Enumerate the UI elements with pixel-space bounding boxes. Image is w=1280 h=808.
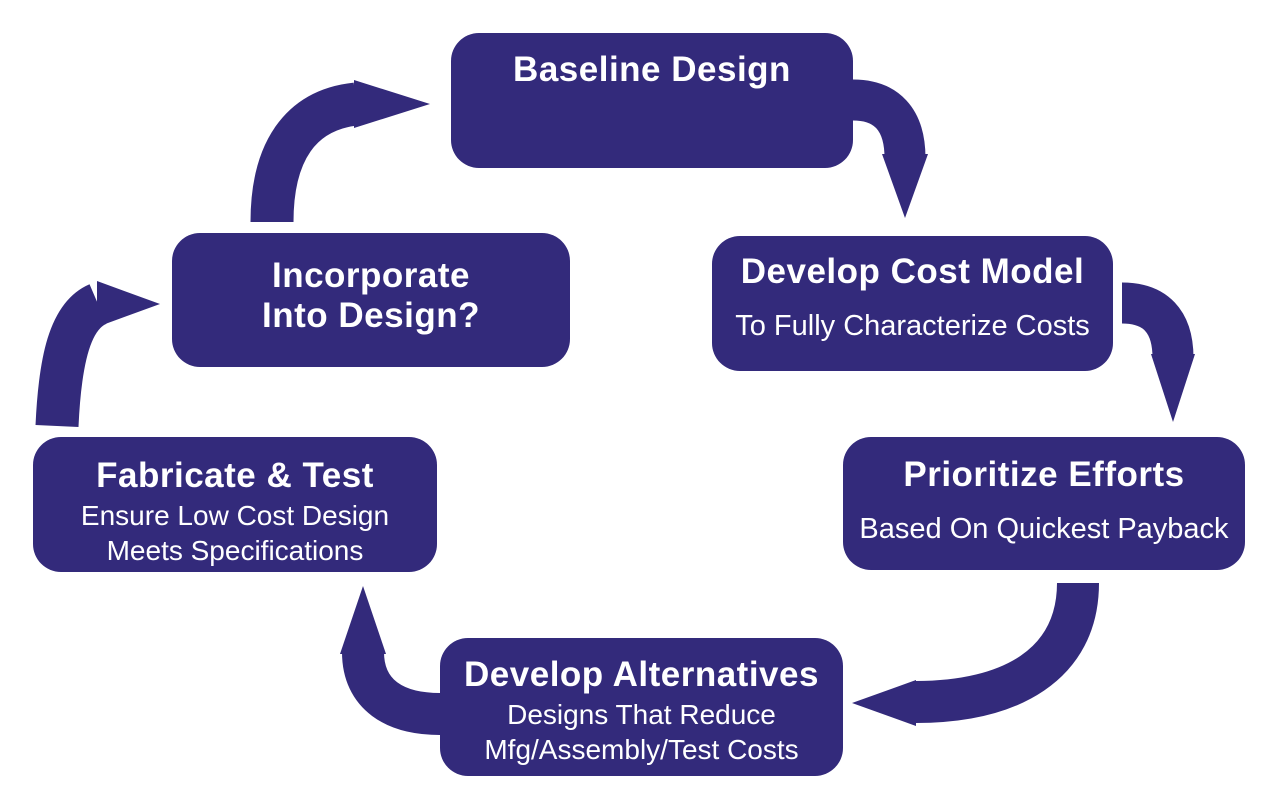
node-title: Prioritize Efforts	[903, 455, 1185, 494]
arrow-cost-model-to-prioritize	[1120, 282, 1195, 422]
arrowhead-down-icon	[1151, 354, 1195, 422]
arrow-fabricate-to-incorporate	[35, 281, 160, 428]
arrow-alternatives-to-fabricate	[340, 586, 441, 735]
arrowhead-right-icon	[97, 281, 160, 327]
arrowhead-right-icon	[354, 80, 430, 128]
node-develop-alternatives: Develop Alternatives Designs That Reduce…	[440, 638, 843, 776]
node-title: Develop Alternatives	[464, 655, 819, 694]
arrow-baseline-to-cost-model	[851, 79, 928, 218]
node-subtitle: Ensure Low Cost Design	[80, 500, 390, 531]
arrowhead-left-icon	[852, 680, 916, 726]
arrowhead-down-icon	[882, 154, 928, 218]
node-title: Develop Cost Model	[740, 252, 1085, 291]
arrow-incorporate-to-baseline	[250, 80, 430, 223]
node-subtitle: Mfg/Assembly/Test Costs	[484, 734, 799, 765]
node-subtitle: Meets Specifications	[106, 535, 364, 566]
arrowhead-up-icon	[340, 586, 386, 654]
node-baseline-design: Baseline Design	[451, 33, 853, 168]
node-subtitle: Designs That Reduce	[507, 699, 776, 730]
node-prioritize-efforts: Prioritize Efforts Based On Quickest Pay…	[843, 437, 1245, 570]
node-title: Incorporate	[271, 256, 471, 295]
node-title: Into Design?	[262, 296, 480, 335]
node-title: Fabricate & Test	[96, 456, 374, 495]
arrow-prioritize-to-alternatives	[852, 582, 1099, 726]
node-fabricate-and-test: Fabricate & Test Ensure Low Cost Design …	[33, 437, 437, 572]
node-subtitle: To Fully Characterize Costs	[735, 310, 1090, 342]
node-develop-cost-model: Develop Cost Model To Fully Characterize…	[712, 236, 1113, 371]
node-subtitle: Based On Quickest Payback	[859, 513, 1229, 545]
node-incorporate-into-design: Incorporate Into Design?	[172, 233, 570, 367]
node-title: Baseline Design	[513, 50, 791, 89]
